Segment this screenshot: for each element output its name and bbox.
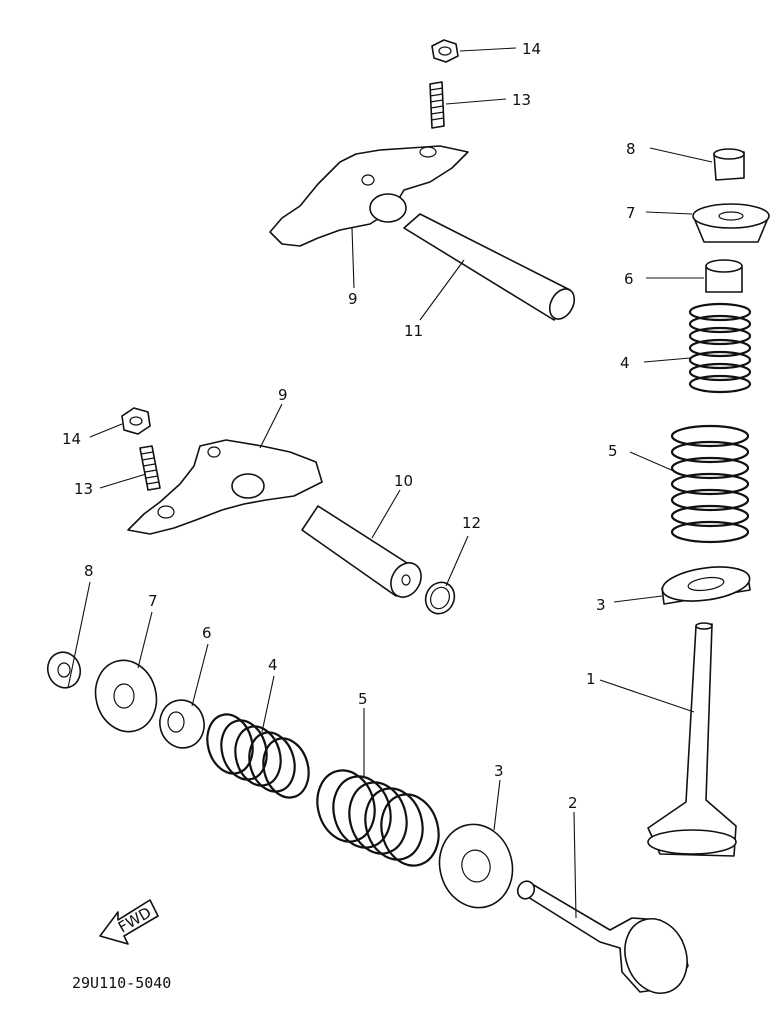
spring-5-bottom — [316, 769, 440, 867]
adjusting-screw-mid — [139, 445, 161, 491]
spring-4-bottom — [206, 713, 310, 799]
callout-14-top: 14 — [522, 40, 541, 58]
seat-3-right — [661, 566, 751, 605]
cotter-8-right — [713, 148, 745, 181]
seat-3-bottom — [438, 823, 514, 909]
callout-3-bottom: 3 — [494, 762, 504, 780]
spring-5-right — [670, 424, 750, 544]
retainer-7-bottom — [94, 659, 158, 733]
callout-14-mid: 14 — [62, 430, 81, 448]
callout-10: 10 — [394, 472, 413, 490]
rocker-shaft-11 — [403, 213, 576, 321]
oring-12 — [424, 581, 456, 615]
callout-11: 11 — [404, 322, 423, 340]
callout-6-right: 6 — [624, 270, 634, 288]
cotter-8-bottom — [46, 651, 82, 689]
rocker-arm-mid — [127, 439, 323, 535]
callout-12: 12 — [462, 514, 481, 532]
callout-5-right: 5 — [608, 442, 618, 460]
retainer-7-right — [692, 203, 770, 243]
lock-nut-mid — [121, 407, 151, 435]
callout-3-right: 3 — [596, 596, 606, 614]
part-code: 29U110-5040 — [72, 974, 171, 992]
valve-2 — [516, 880, 689, 994]
callout-4-bottom: 4 — [268, 656, 278, 674]
lock-nut-top — [431, 39, 459, 63]
valve-1 — [647, 622, 737, 857]
seal-6-bottom — [159, 699, 205, 749]
callout-9-mid: 9 — [278, 386, 288, 404]
callout-6-bottom: 6 — [202, 624, 212, 642]
callout-8-right: 8 — [626, 140, 636, 158]
rocker-arm-top — [269, 145, 469, 247]
adjusting-screw-top — [429, 81, 445, 129]
callout-7-bottom: 7 — [148, 592, 158, 610]
callout-2: 2 — [568, 794, 578, 812]
callout-13-top: 13 — [512, 91, 531, 109]
callout-5-bottom: 5 — [358, 690, 368, 708]
rocker-shaft-10 — [301, 505, 422, 598]
fwd-arrow-icon: FWD — [99, 899, 159, 945]
spring-4-right — [688, 302, 752, 394]
callout-7-right: 7 — [626, 204, 636, 222]
seal-6-right — [705, 259, 743, 293]
callout-13-mid: 13 — [74, 480, 93, 498]
callout-1: 1 — [586, 670, 596, 688]
callout-numbers: 14 13 9 11 8 7 6 4 5 3 1 9 14 13 10 12 8… — [62, 40, 636, 812]
callout-8-bottom: 8 — [84, 562, 94, 580]
callout-9-top: 9 — [348, 290, 358, 308]
callout-4-right: 4 — [620, 354, 630, 372]
leader-lines — [67, 47, 713, 919]
